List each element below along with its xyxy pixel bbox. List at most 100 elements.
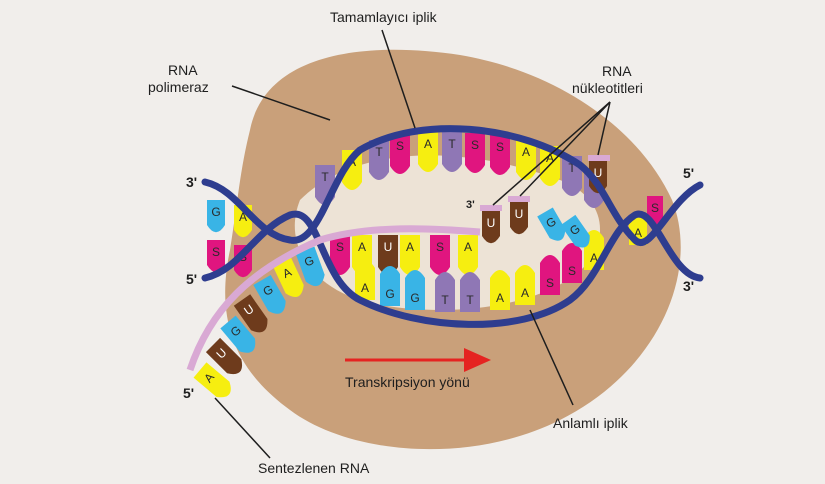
free-nucleotide: G — [537, 207, 566, 241]
label-direction: Transkripsiyon yönü — [345, 374, 470, 390]
rna-paired-base: S — [430, 235, 450, 275]
dna-backbone-top — [201, 125, 704, 246]
base-letter: U — [515, 207, 524, 221]
base-letter: A — [424, 137, 432, 151]
template-base: A — [516, 140, 536, 180]
base-letter: A — [590, 251, 598, 265]
base-letter: T — [441, 293, 449, 307]
base-letter: S — [212, 245, 220, 259]
rna-tail-base: U — [233, 294, 268, 333]
base-letter: A — [522, 145, 530, 159]
base-letter: A — [358, 240, 366, 254]
base-letter: S — [436, 240, 444, 254]
template-base: T — [369, 140, 389, 180]
free-nucleotide: G — [560, 214, 590, 248]
left-top-base: G — [207, 200, 225, 233]
template-base: A — [540, 146, 560, 186]
base-letter: S — [546, 276, 554, 290]
rna-tail-base: G — [253, 275, 286, 314]
end-left-bottom: 5' — [186, 271, 197, 287]
base-letter: G — [385, 287, 394, 301]
rna-paired-base: S — [330, 235, 350, 275]
base-letter: T — [466, 293, 474, 307]
base-letter: A — [496, 291, 504, 305]
sense-base: G — [380, 266, 400, 306]
free-nucleotide: U — [482, 211, 500, 244]
base-letter: A — [239, 210, 247, 224]
base-letter: A — [634, 226, 642, 240]
pointer-nucleotides-2 — [519, 101, 611, 197]
sense-base: S — [562, 243, 582, 283]
base-letter: S — [471, 138, 479, 152]
label-sense-strand: Anlamlı iplik — [553, 415, 629, 431]
sense-base: T — [435, 272, 455, 312]
free-nucleotide: U — [510, 202, 528, 235]
rna-tail-base: G — [220, 315, 256, 353]
base-letter: G — [302, 253, 316, 269]
base-letter: A — [406, 240, 414, 254]
pointer-nucleotides-3 — [597, 101, 611, 156]
pointer-polymerase — [231, 85, 331, 121]
free-nucleotide-rail-3 — [588, 155, 610, 161]
template-base: S — [390, 134, 410, 174]
rna-strand — [186, 225, 481, 372]
rna-tail-base: A — [193, 362, 231, 398]
pointer-nucleotides-1 — [492, 101, 611, 206]
base-letter: A — [546, 151, 554, 165]
sense-base: G — [405, 270, 425, 310]
label-nucleotides-line1: RNA — [602, 63, 632, 79]
pointer-synthesized-rna — [214, 397, 271, 459]
rna-tail-base: A — [272, 257, 304, 298]
template-base: S — [490, 135, 510, 175]
left-top-base: S — [207, 240, 225, 273]
base-letter: G — [410, 291, 419, 305]
label-template-strand: Tamamlayıcı iplik — [330, 9, 438, 25]
rna-paired-base: A — [458, 235, 478, 275]
base-letter: T — [321, 170, 329, 184]
base-letter: U — [487, 216, 496, 230]
base-letter: S — [651, 201, 659, 215]
sense-base: T — [460, 272, 480, 312]
sense-base: A — [515, 265, 535, 305]
label-nucleotides-line2: nükleotitleri — [572, 80, 643, 96]
end-left-top: 3' — [186, 174, 197, 190]
end-right-top: 5' — [683, 165, 694, 181]
base-letter: S — [336, 240, 344, 254]
template-base: A — [418, 132, 438, 172]
base-letter: T — [568, 161, 576, 175]
base-letter: S — [496, 140, 504, 154]
end-rna-tip: 3' — [466, 199, 475, 211]
base-letter: T — [375, 145, 383, 159]
rna-tail-base: G — [295, 246, 325, 287]
rna-paired-base: U — [378, 235, 398, 275]
base-letter: A — [464, 240, 472, 254]
sense-base: A — [355, 260, 375, 300]
base-letter: S — [396, 139, 404, 153]
base-letter: S — [568, 264, 576, 278]
base-letter: T — [448, 137, 456, 151]
end-right-bottom: 3' — [683, 278, 694, 294]
rna-tail-base: U — [205, 337, 242, 374]
template-base: S — [465, 133, 485, 173]
free-nucleotide-rail-2 — [508, 196, 530, 202]
free-nucleotide: U — [589, 161, 607, 194]
base-letter: A — [521, 286, 529, 300]
base-letter: U — [594, 166, 603, 180]
label-polymerase-line1: RNA — [168, 62, 198, 78]
sense-base: A — [490, 270, 510, 310]
base-letter: G — [211, 205, 220, 219]
base-letter: A — [361, 281, 369, 295]
template-base: T — [442, 132, 462, 172]
label-polymerase-line2: polimeraz — [148, 79, 209, 95]
free-nucleotide-rail-1 — [480, 205, 502, 211]
sense-base: S — [540, 255, 560, 295]
end-rna-start: 5' — [183, 385, 194, 401]
label-synthesized-rna: Sentezlenen RNA — [258, 460, 370, 476]
base-letter: U — [384, 240, 393, 254]
pointer-template — [381, 29, 416, 129]
pointer-sense — [529, 309, 574, 406]
dna-backbone-bottom — [201, 210, 704, 328]
rna-paired-base: A — [400, 235, 420, 275]
